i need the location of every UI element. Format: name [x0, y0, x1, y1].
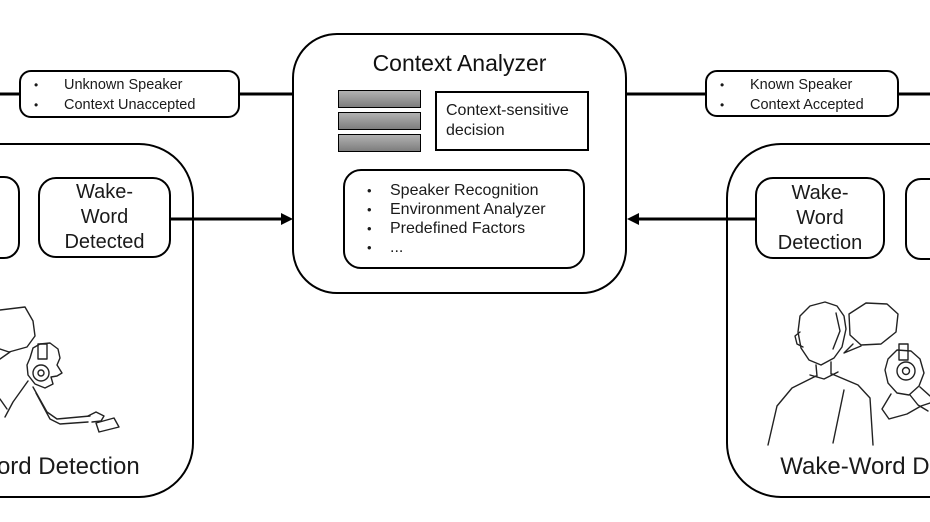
factor-label: Predefined Factors — [390, 220, 526, 237]
wake-word-line: Word — [80, 206, 129, 228]
wake-word-detected-box: Wake- Word Detected — [38, 177, 171, 258]
factor-item: Speaker Recognition — [367, 181, 583, 200]
bullet-icon — [21, 76, 64, 96]
bullet-icon — [367, 219, 390, 238]
left-condition-box: Unknown Speaker Context Unaccepted — [19, 70, 240, 118]
bullet-icon — [21, 96, 64, 116]
condition-item: Known Speaker — [707, 76, 897, 96]
wake-word-line: Wake- — [791, 181, 849, 204]
bullet-icon — [367, 200, 390, 219]
analyzer-factors-panel: Speaker Recognition Environment Analyzer… — [343, 169, 585, 269]
condition-label: Known Speaker — [750, 77, 853, 93]
factor-label: Speaker Recognition — [390, 182, 539, 199]
clipped-box-right-edge — [905, 178, 930, 260]
condition-label: Context Accepted — [750, 96, 864, 113]
wake-word-detection-container-right: Wake-Word Detection — [726, 143, 930, 498]
clipped-box-left-edge — [0, 176, 20, 259]
container-label-right: Wake-Word Detection — [780, 453, 930, 480]
factor-label: Environment Analyzer — [390, 201, 546, 218]
gray-bar — [338, 134, 421, 152]
context-sensitive-decision-box: Context-sensitive decision — [435, 91, 589, 151]
factor-item: Environment Analyzer — [367, 200, 583, 219]
wake-word-line: Detection — [777, 231, 863, 254]
right-condition-box: Known Speaker Context Accepted — [705, 70, 899, 117]
condition-item: Context Unaccepted — [21, 96, 238, 116]
wake-word-detection-box: Wake- Word Detection — [755, 177, 885, 259]
condition-label: Context Unaccepted — [64, 96, 196, 113]
gray-bar — [338, 90, 421, 108]
analyzer-title: Context Analyzer — [372, 50, 547, 76]
condition-label: Unknown Speaker — [64, 77, 183, 93]
bullet-icon — [367, 181, 390, 200]
wake-word-line: Word — [796, 206, 844, 229]
two-people-conversation-illustration — [767, 301, 930, 446]
context-analyzer-box: Context Analyzer Context-sensitive decis… — [292, 33, 627, 294]
factor-item: Predefined Factors — [367, 219, 583, 238]
wake-word-line: Detected — [64, 231, 145, 253]
data-stack-icon — [338, 90, 421, 156]
condition-item: Unknown Speaker — [21, 76, 238, 96]
factor-label: ... — [390, 239, 404, 256]
condition-item: Context Accepted — [707, 96, 897, 116]
headset-person-computer-illustration — [0, 306, 120, 433]
bullet-icon — [707, 96, 750, 116]
gray-bar — [338, 112, 421, 130]
bullet-icon — [367, 238, 390, 257]
factor-item: ... — [367, 238, 583, 257]
container-label-left: Wake-Word Detection — [0, 453, 140, 480]
bullet-icon — [707, 76, 750, 96]
wake-word-line: Wake- — [75, 181, 134, 203]
